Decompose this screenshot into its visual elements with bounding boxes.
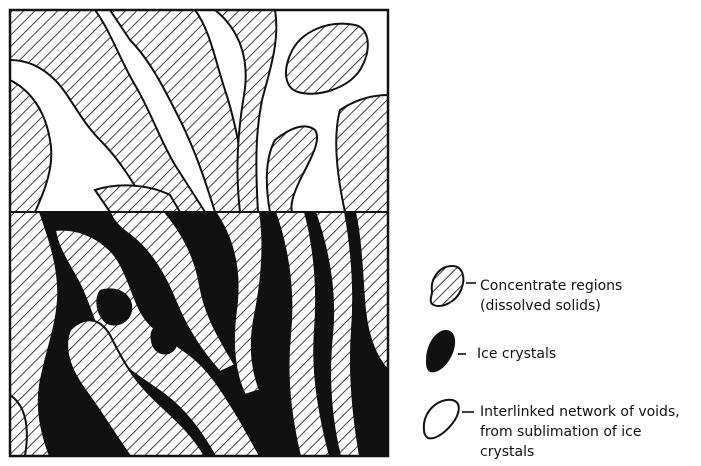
legend <box>424 266 476 438</box>
legend-line: Ice crystals <box>477 344 556 364</box>
legend-label-ice: Ice crystals <box>477 344 556 364</box>
legend-line: Concentrate regions <box>480 276 622 296</box>
hatched-blob-icon <box>431 266 464 306</box>
legend-label-voids: Interlinked network of voids, from subli… <box>480 402 680 462</box>
legend-line: from sublimation of ice <box>480 422 680 442</box>
legend-line: crystals <box>480 442 680 462</box>
legend-line: (dissolved solids) <box>480 296 622 316</box>
solid-black-blob-icon <box>426 330 455 372</box>
concentrate-finger <box>336 95 388 212</box>
legend-line: Interlinked network of voids, <box>480 402 680 422</box>
open-blob-icon <box>424 400 459 439</box>
legend-label-concentrate: Concentrate regions (dissolved solids) <box>480 276 622 316</box>
